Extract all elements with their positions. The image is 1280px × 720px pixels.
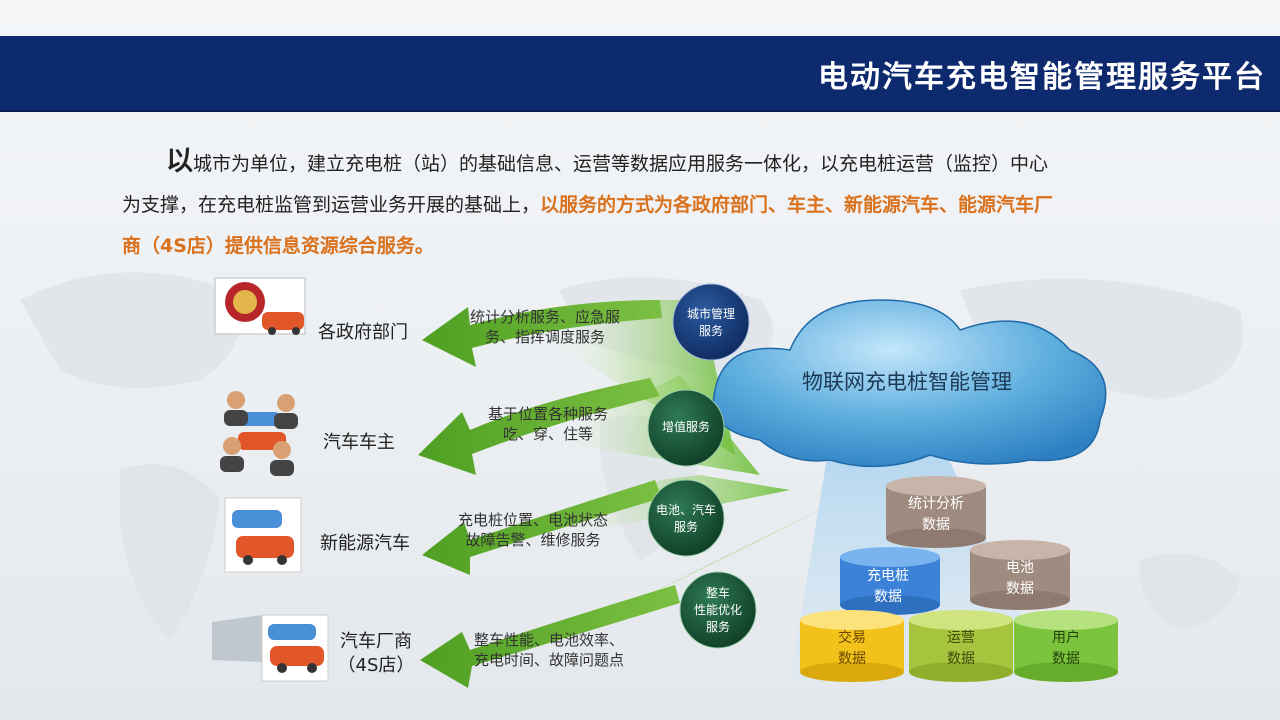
intro-lead-char: 以 (166, 146, 193, 177)
cloud-shape (712, 299, 1107, 468)
header-bar (0, 36, 1280, 112)
car-owners-icon (220, 391, 298, 476)
arrow-car-owner (418, 378, 660, 475)
target-manufacturer-line1: 汽车厂商 (340, 631, 412, 652)
service-line: 整车性能、电池效率、 (474, 631, 625, 649)
cylinder-trade (800, 610, 904, 682)
arrow-manufacturer (420, 585, 680, 688)
cylinder-label-line: 数据 (1052, 651, 1080, 667)
service-text-new-energy: 充电桩位置、电池状态 故障告警、维修服务 (458, 510, 608, 550)
service-text-manufacturer: 整车性能、电池效率、 充电时间、故障问题点 (474, 630, 624, 670)
circle-label-line: 服务 (673, 520, 698, 534)
service-line: 吃、穿、住等 (503, 425, 594, 443)
cylinder-stats (886, 476, 986, 548)
circle-label-line: 服务 (698, 324, 723, 338)
cylinder-label-line: 数据 (1006, 581, 1034, 597)
service-line: 充电时间、故障问题点 (474, 651, 625, 669)
target-new-energy: 新能源汽车 (320, 533, 410, 554)
car-dealer-icon (212, 614, 329, 682)
service-line: 务、指挥调度服务 (485, 328, 606, 346)
target-manufacturer-line2: （4S店） (337, 655, 415, 676)
cylinder-label-line: 电池 (1006, 560, 1034, 576)
intro-line2-highlight: 以服务的方式为各政府部门、车主、新能源汽车、能源汽车厂 (540, 194, 1054, 216)
target-car-owner: 汽车车主 (323, 432, 395, 453)
circle-city-management (672, 283, 750, 361)
cylinder-user (1014, 610, 1118, 682)
circle-battery-car (647, 479, 725, 557)
service-line: 充电桩位置、电池状态 (458, 511, 609, 529)
cylinder-battery (970, 540, 1070, 610)
cylinder-charger-label: 充电桩 数据 (838, 566, 938, 608)
circle-vehicle-optimization-label: 整车 性能优化 服务 (680, 585, 756, 636)
intro-line3-highlight: 商（4S店）提供信息资源综合服务。 (122, 235, 434, 257)
cylinder-label-line: 数据 (922, 517, 950, 533)
circle-battery-car-label: 电池、汽车 服务 (648, 502, 724, 536)
circle-label-line: 电池、汽车 (655, 503, 716, 517)
government-emblem-car-icon (214, 277, 306, 335)
cylinder-charger (840, 547, 940, 615)
service-text-government: 统计分析服务、应急服 务、指挥调度服务 (470, 307, 620, 347)
circle-vehicle-optimization (679, 571, 757, 649)
new-energy-cars-icon (224, 497, 302, 573)
cylinder-label-line: 统计分析 (908, 496, 964, 512)
cylinder-operation-label: 运营 数据 (911, 628, 1011, 670)
cylinder-operation (909, 610, 1013, 682)
service-line: 统计分析服务、应急服 (470, 308, 621, 326)
cylinder-label-line: 交易 (838, 630, 866, 646)
cylinder-user-label: 用户 数据 (1016, 628, 1116, 670)
cylinder-label-line: 充电桩 (867, 568, 909, 584)
service-text-car-owner: 基于位置各种服务 吃、穿、住等 (488, 404, 608, 444)
target-government: 各政府部门 (318, 322, 408, 343)
circle-value-added-label: 增值服务 (648, 419, 724, 436)
circle-city-management-label: 城市管理 服务 (673, 306, 749, 340)
cylinder-label-line: 用户 (1052, 630, 1080, 646)
circle-label-line: 服务 (705, 620, 730, 634)
circle-label-line: 整车 (705, 586, 730, 600)
target-manufacturer: 汽车厂商 （4S店） (334, 630, 418, 678)
cylinder-stats-label: 统计分析 数据 (886, 494, 986, 536)
intro-paragraph: 以城市为单位，建立充电桩（站）的基础信息、运营等数据应用服务一体化，以充电桩运营… (122, 141, 1182, 267)
arrow-government (422, 300, 662, 367)
cylinder-battery-label: 电池 数据 (970, 558, 1070, 600)
circle-label-line: 城市管理 (686, 307, 735, 321)
cylinder-label-line: 运营 (947, 630, 975, 646)
circle-label-line: 性能优化 (693, 603, 742, 617)
intro-line1: 城市为单位，建立充电桩（站）的基础信息、运营等数据应用服务一体化，以充电桩运营（… (193, 153, 1049, 175)
arrow-new-energy (422, 480, 662, 575)
page-title: 电动汽车充电智能管理服务平台 (818, 60, 1266, 95)
cylinder-label-line: 数据 (947, 651, 975, 667)
service-line: 基于位置各种服务 (488, 405, 609, 423)
cylinder-label-line: 数据 (874, 589, 902, 605)
circle-label-line: 增值服务 (661, 420, 710, 434)
intro-line2-plain: 为支撑，在充电桩监管到运营业务开展的基础上， (122, 194, 541, 216)
circle-value-added (647, 389, 725, 467)
cylinder-label-line: 数据 (838, 651, 866, 667)
cylinder-trade-label: 交易 数据 (802, 628, 902, 670)
service-line: 故障告警、维修服务 (465, 531, 601, 549)
cloud-label: 物联网充电桩智能管理 (802, 370, 1012, 394)
